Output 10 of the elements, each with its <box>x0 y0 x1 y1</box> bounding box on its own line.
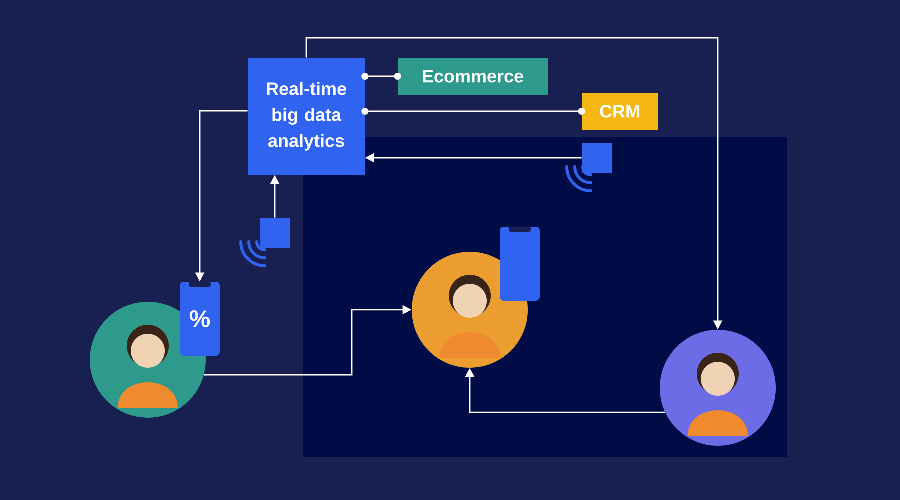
phone <box>500 226 540 301</box>
system-box: CRM <box>582 93 658 130</box>
analytics-box: Real-time big data analytics <box>248 58 365 175</box>
person-avatar <box>660 330 776 446</box>
phone: % <box>180 282 220 356</box>
sensor-square <box>260 218 290 248</box>
connector-arrow <box>362 108 586 115</box>
sensor-square <box>582 143 612 173</box>
connector-arrow <box>362 73 402 80</box>
system-box: Ecommerce <box>398 58 548 95</box>
